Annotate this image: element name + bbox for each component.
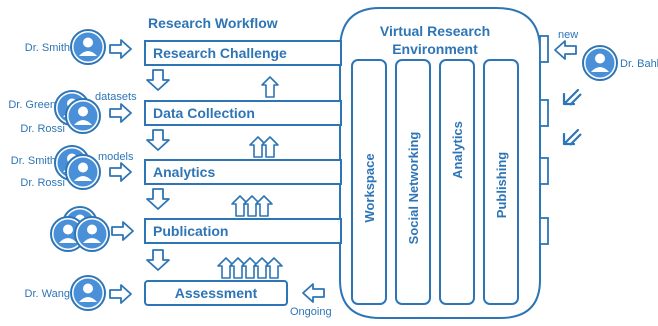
vre-port-1 bbox=[539, 35, 549, 63]
person-label-wang: Dr. Wang bbox=[25, 288, 70, 300]
person-icon bbox=[582, 45, 618, 81]
arrow-up-icon bbox=[241, 257, 259, 279]
arrow-up-icon bbox=[253, 257, 271, 279]
arrow-up-icon bbox=[231, 195, 249, 217]
vre-port-2 bbox=[539, 99, 549, 127]
vre-port-4 bbox=[539, 217, 549, 245]
arrow-up-icon bbox=[265, 257, 283, 279]
arrow-right-icon bbox=[109, 39, 132, 59]
arrow-down-icon bbox=[146, 249, 170, 271]
arrow-diagonal-icon bbox=[562, 128, 582, 146]
stage-box-assessment bbox=[144, 280, 288, 306]
arrow-up-icon bbox=[261, 136, 279, 158]
vre-column-label-workspace: Workspace bbox=[362, 153, 377, 222]
person-icon bbox=[70, 29, 106, 65]
arrow-diagonal-icon bbox=[562, 88, 582, 106]
arrow-up-icon bbox=[217, 257, 235, 279]
person-label-green: Dr. Green bbox=[8, 99, 56, 111]
arrow-down-icon bbox=[146, 129, 170, 151]
person-label-rossi: Dr. Rossi bbox=[20, 123, 65, 135]
arrow-left-icon bbox=[302, 283, 325, 303]
arrow-up-icon bbox=[249, 136, 267, 158]
vre-column-social-networking bbox=[395, 59, 431, 305]
person-label-bahl: Dr. Bahl bbox=[620, 58, 658, 70]
person-label-smith-2: Dr. Smith bbox=[11, 155, 56, 167]
arrow-left-icon bbox=[554, 40, 577, 60]
stage-box-data-collection bbox=[144, 100, 342, 126]
stage-box-analytics bbox=[144, 159, 342, 185]
vre-column-label-social-networking: Social Networking bbox=[406, 132, 421, 245]
arrow-right-icon bbox=[109, 284, 132, 304]
annotation-new: new bbox=[558, 29, 578, 41]
vre-column-label-publishing: Publishing bbox=[494, 152, 509, 219]
stage-label-analytics: Analytics bbox=[153, 164, 215, 180]
person-icon bbox=[74, 216, 110, 252]
arrow-down-icon bbox=[146, 69, 170, 91]
person-icon bbox=[65, 154, 101, 190]
arrow-right-icon bbox=[109, 103, 132, 123]
person-label-smith: Dr. Smith bbox=[25, 42, 70, 54]
person-label-rossi-2: Dr. Rossi bbox=[20, 177, 65, 189]
arrow-up-icon bbox=[243, 195, 261, 217]
stage-box-publication bbox=[144, 218, 342, 244]
arrow-down-icon bbox=[146, 188, 170, 210]
stage-label-assessment: Assessment bbox=[175, 285, 258, 301]
arrow-up-icon bbox=[261, 76, 279, 98]
stage-label-data-collection: Data Collection bbox=[153, 105, 255, 121]
stage-label-publication: Publication bbox=[153, 223, 228, 239]
vre-column-label-analytics: Analytics bbox=[450, 121, 465, 179]
arrow-right-icon bbox=[109, 162, 132, 182]
vre-port-3 bbox=[539, 157, 549, 185]
vre-title-line2: Environment bbox=[392, 41, 478, 57]
annotation-models: models bbox=[98, 151, 134, 163]
vre-title-line1: Virtual Research bbox=[380, 23, 490, 39]
annotation-datasets: datasets bbox=[95, 91, 137, 103]
workflow-title: Research Workflow bbox=[148, 15, 278, 31]
annotation-ongoing: Ongoing bbox=[290, 306, 332, 318]
vre-column-analytics bbox=[439, 59, 475, 305]
person-icon bbox=[65, 98, 101, 134]
vre-column-publishing bbox=[483, 59, 519, 305]
arrow-up-icon bbox=[229, 257, 247, 279]
stage-label-research-challenge: Research Challenge bbox=[153, 45, 287, 61]
vre-column-workspace bbox=[351, 59, 387, 305]
person-icon bbox=[70, 275, 106, 311]
stage-box-research-challenge bbox=[144, 40, 342, 66]
arrow-right-icon bbox=[111, 221, 134, 241]
arrow-up-icon bbox=[255, 195, 273, 217]
